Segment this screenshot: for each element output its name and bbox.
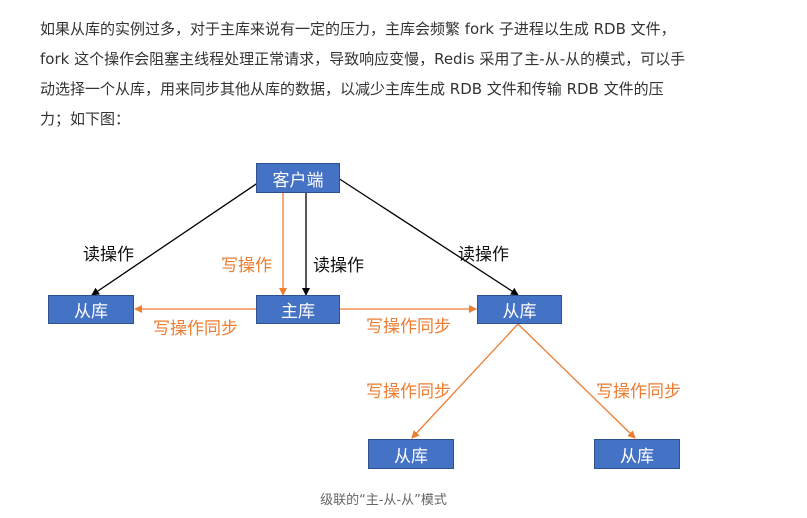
label-sync-left: 写操作同步 [153,319,238,339]
node-replica-right: 从库 [477,295,562,324]
node-replica-left: 从库 [48,295,134,324]
label-read-right: 读操作 [458,245,509,265]
label-write-center: 写操作 [221,256,272,276]
label-sync-right: 写操作同步 [366,317,451,337]
label-sync-bottom-left: 写操作同步 [366,382,451,402]
node-client: 客户端 [256,163,340,193]
arrow-client-to-replica-right [337,177,519,296]
node-replica-bottom-left: 从库 [368,439,454,469]
node-master: 主库 [256,295,340,324]
label-read-left: 读操作 [83,245,134,265]
arrow-client-to-replica-left [91,175,269,296]
arrow-replica-to-bottom-left [411,323,519,439]
figure-caption: 级联的“主-从-从”模式 [0,489,807,508]
label-sync-bottom-right: 写操作同步 [596,382,681,402]
article-paragraph: 如果从库的实例过多，对于主库来说有一定的压力，主库会频繁 fork 子进程以生成… [40,20,686,128]
node-replica-bottom-right: 从库 [594,439,680,469]
figure-caption-text: 级联的“主-从-从”模式 [320,493,447,508]
arrow-replica-to-bottom-right [517,323,636,439]
label-read-center: 读操作 [313,256,364,276]
